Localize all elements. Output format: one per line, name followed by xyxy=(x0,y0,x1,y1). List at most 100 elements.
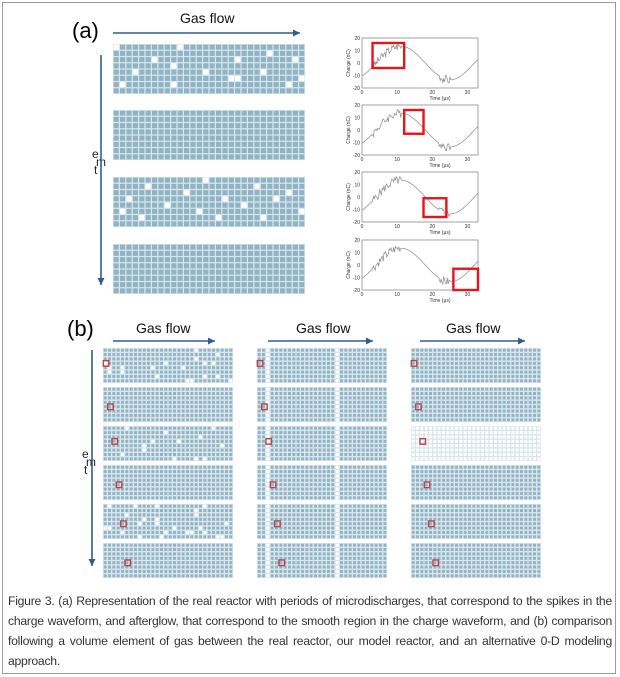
grid-cell xyxy=(301,474,304,478)
grid-cell xyxy=(132,129,138,135)
grid-cell xyxy=(361,478,365,482)
grid-cell xyxy=(216,470,220,474)
grid-cell xyxy=(485,361,489,365)
grid-cell xyxy=(126,208,132,214)
grid-cell xyxy=(283,418,287,422)
grid-cell xyxy=(112,392,116,396)
grid-cell xyxy=(216,250,222,256)
gas-element-marker xyxy=(124,559,132,567)
grid-cell xyxy=(416,374,419,378)
grid-cell xyxy=(318,366,322,370)
grid-cell xyxy=(248,135,254,141)
grid-cell xyxy=(147,387,150,391)
grid-cell xyxy=(142,565,146,569)
grid-cell xyxy=(383,439,387,443)
grid-cell xyxy=(145,63,151,69)
grid-cell xyxy=(132,269,138,275)
grid-cell xyxy=(411,396,415,400)
grid-cell xyxy=(168,405,172,409)
grid-cell xyxy=(485,392,489,396)
grid-cell xyxy=(411,374,415,378)
grid-cell xyxy=(257,465,261,469)
grid-cell xyxy=(181,348,185,352)
grid-cell xyxy=(120,69,126,75)
grid-cell xyxy=(220,400,224,404)
grid-cell xyxy=(164,522,168,526)
grid-cell xyxy=(267,88,273,94)
grid-cell xyxy=(379,565,382,569)
grid-cell xyxy=(184,202,190,208)
grid-cell xyxy=(357,366,361,370)
grid-cell xyxy=(305,478,309,482)
grid-cell xyxy=(129,556,133,560)
grid-cell xyxy=(309,431,313,435)
grid-cell xyxy=(296,530,300,534)
grid-cell xyxy=(181,522,185,526)
grid-cell xyxy=(348,413,352,417)
grid-cell xyxy=(190,487,194,491)
grid-cell xyxy=(151,483,155,487)
grid-cell xyxy=(327,392,330,396)
grid-cell xyxy=(147,348,150,352)
grid-cell xyxy=(116,374,120,378)
grid-cell xyxy=(266,357,270,361)
grid-cell xyxy=(296,457,300,461)
grid-cell xyxy=(353,552,356,556)
grid-cell xyxy=(257,470,261,474)
grid-cell xyxy=(296,509,300,513)
grid-cell xyxy=(318,357,322,361)
grid-cell xyxy=(463,366,467,370)
grid-cell xyxy=(151,357,155,361)
grid-cell xyxy=(145,110,151,116)
grid-cell xyxy=(357,522,361,526)
grid-cell xyxy=(463,361,467,365)
grid-cell xyxy=(125,418,129,422)
grid-cell xyxy=(267,288,273,294)
grid-cell xyxy=(374,517,378,521)
grid-cell xyxy=(455,387,458,391)
grid-cell xyxy=(241,263,247,269)
grid-cell xyxy=(296,565,300,569)
grid-cell xyxy=(103,426,107,430)
grid-cell xyxy=(190,208,196,214)
grid-cell xyxy=(186,509,189,513)
grid-cell xyxy=(533,387,536,391)
grid-background xyxy=(113,244,305,294)
grid-cell xyxy=(379,392,382,396)
grid-cell xyxy=(142,509,146,513)
grid-cell xyxy=(374,409,378,413)
grid-cell xyxy=(212,452,215,456)
grid-cell xyxy=(348,509,352,513)
grid-cell xyxy=(270,543,274,547)
grid-cell xyxy=(280,177,286,183)
grid-cell xyxy=(155,366,159,370)
grid-cell xyxy=(134,409,137,413)
grid-cell xyxy=(254,190,260,196)
grid-cell xyxy=(203,526,207,530)
grid-cell xyxy=(318,543,322,547)
grid-cell xyxy=(254,63,260,69)
grid-cell xyxy=(142,353,146,357)
grid-cell xyxy=(177,452,181,456)
grid-cell xyxy=(476,370,480,374)
grid-cell xyxy=(209,244,215,250)
grid-cell xyxy=(177,148,183,154)
grid-cell xyxy=(292,496,296,500)
grid-cell xyxy=(292,543,296,547)
grid-cell xyxy=(160,526,163,530)
grid-cell xyxy=(173,552,176,556)
grid-cell xyxy=(267,129,273,135)
grid-cell xyxy=(292,82,298,88)
grid-cell xyxy=(199,431,202,435)
grid-cell xyxy=(266,439,270,443)
grid-cell xyxy=(275,474,278,478)
grid-cell xyxy=(116,366,120,370)
grid-cell xyxy=(374,470,378,474)
grid-cell xyxy=(370,392,374,396)
grid-cell xyxy=(283,513,287,517)
grid-cell xyxy=(357,509,361,513)
grid-cell xyxy=(260,288,266,294)
grid-cell xyxy=(108,491,111,495)
grid-cell xyxy=(361,370,365,374)
grid-cell xyxy=(125,548,129,552)
